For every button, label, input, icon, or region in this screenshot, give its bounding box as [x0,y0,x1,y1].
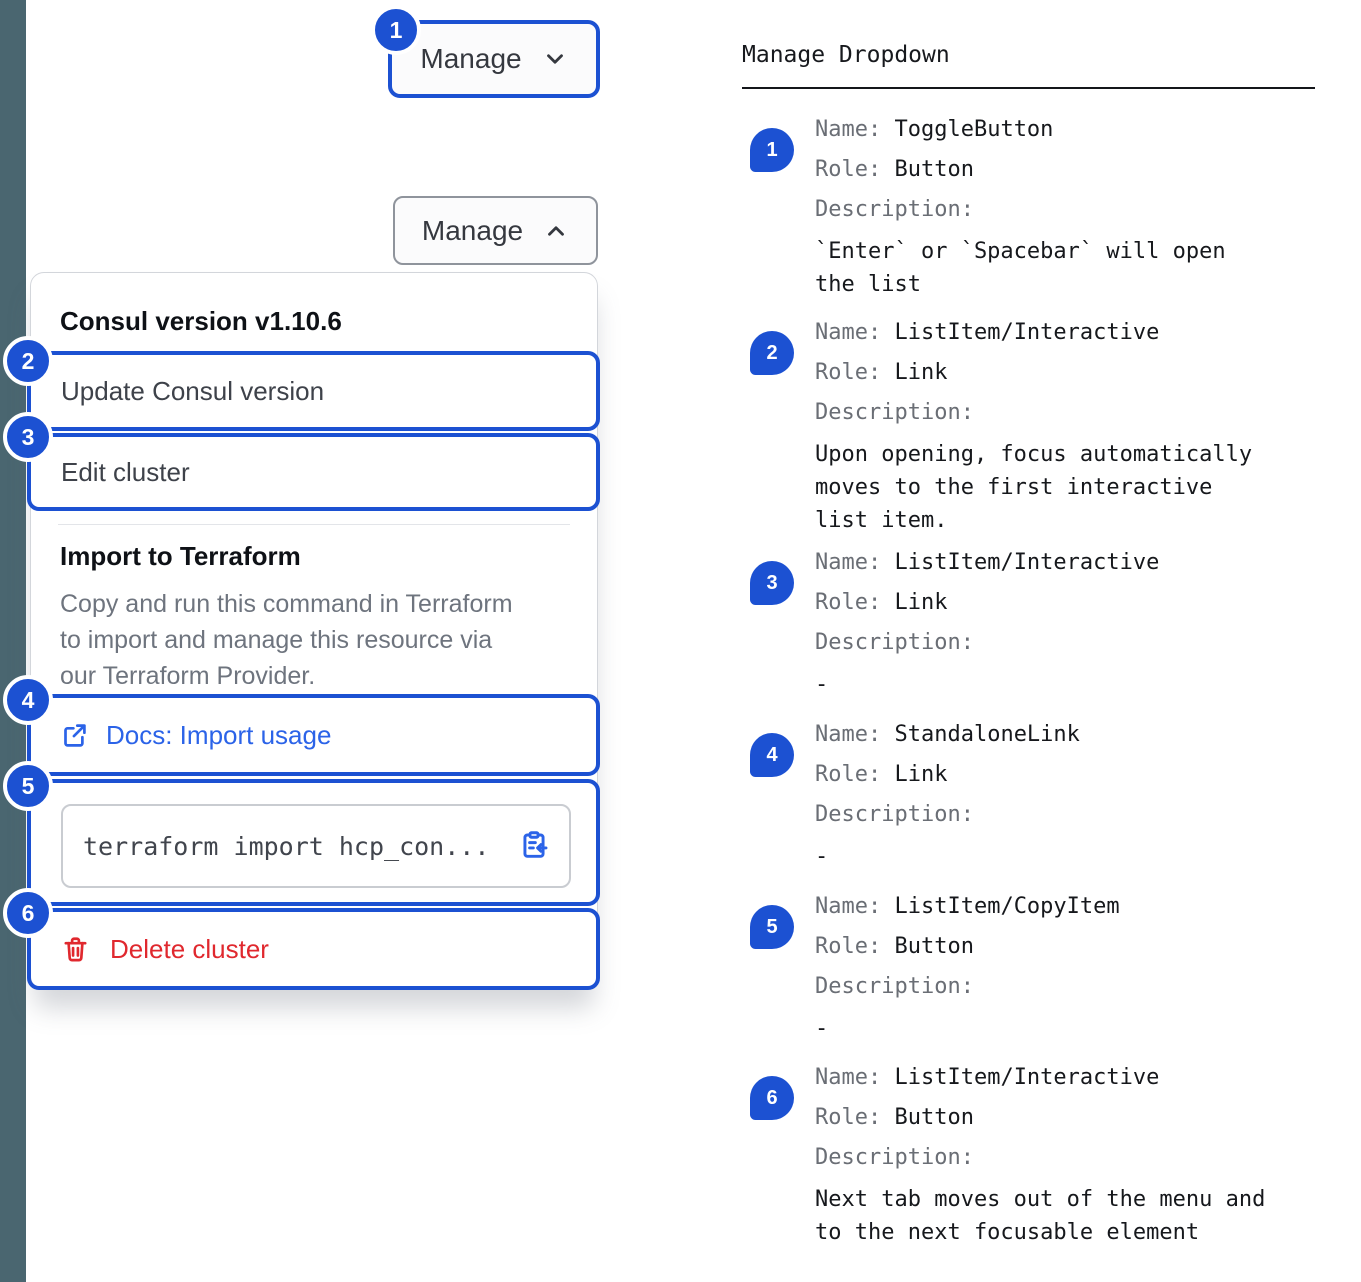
annotation-entry-6: 6 Name: ListItem/Interactive Role: Butto… [742,1058,1342,1249]
annotation-marker-6: 6 [3,888,53,938]
annotation-name: StandaloneLink [894,722,1080,747]
delete-cluster-label: Delete cluster [110,933,269,964]
role-label: Role: [815,762,882,787]
annotation-marker-3: 3 [3,412,53,462]
annotation-role: Button [894,1105,974,1130]
annotation-name: ToggleButton [894,117,1054,142]
menu-item-delete-cluster[interactable]: Delete cluster [27,908,600,990]
left-rail [0,0,26,1282]
annotation-badge-6: 6 [750,1076,794,1120]
annotation-entry-2: 2 Name: ListItem/Interactive Role: Link … [742,313,1342,537]
annotation-marker-2: 2 [3,336,53,386]
annotation-role: Link [894,590,948,615]
annotation-role: Button [894,157,974,182]
chevron-up-icon [548,225,565,236]
role-label: Role: [815,157,882,182]
role-label: Role: [815,934,882,959]
name-label: Name: [815,117,882,142]
annotation-description: Upon opening, focus automatically moves … [815,442,1253,533]
annotation-role: Button [894,934,974,959]
name-label: Name: [815,320,882,345]
annotation-marker-1: 1 [371,5,421,55]
manage-button-label: Manage [421,214,524,246]
role-label: Role: [815,590,882,615]
menu-divider [58,524,570,525]
description-label: Description: [815,630,974,655]
menu-item-update-consul-version[interactable]: Update Consul version [27,351,600,431]
role-label: Role: [815,1105,882,1130]
manage-toggle-button-open[interactable]: Manage [393,196,598,265]
chevron-down-icon [546,54,563,64]
annotation-entry-1: 1 Name: ToggleButton Role: Button Descri… [742,110,1342,301]
copy-snippet-button[interactable] [517,829,551,863]
trash-icon [64,936,87,961]
description-label: Description: [815,197,974,222]
annotation-description: Next tab moves out of the menu and to th… [815,1187,1266,1245]
name-label: Name: [815,894,882,919]
import-terraform-description: Copy and run this command in Terraform t… [60,590,513,690]
annotation-entry-3: 3 Name: ListItem/Interactive Role: Link … [742,543,1342,701]
annotation-description: `Enter` or `Spacebar` will open the list [815,239,1226,297]
annotation-role: Link [894,360,948,385]
clipboard-copy-icon [523,831,548,858]
menu-item-label: Edit cluster [61,456,190,487]
annotation-name: ListItem/Interactive [894,320,1160,345]
annotation-marker-4: 4 [3,675,53,725]
annotation-badge-3: 3 [750,561,794,605]
description-label: Description: [815,974,974,999]
annotation-badge-2: 2 [750,331,794,375]
description-label: Description: [815,400,974,425]
consul-version-item: Consul version v1.10.6 [60,306,342,336]
delete-cluster-action[interactable]: Delete cluster [61,934,269,965]
annotation-entry-5: 5 Name: ListItem/CopyItem Role: Button D… [742,887,1342,1045]
annotations-rule [742,87,1315,89]
annotations-title: Manage Dropdown [742,42,950,68]
annotation-role: Link [894,762,948,787]
annotation-name: ListItem/CopyItem [894,894,1120,919]
annotation-description: - [815,844,829,869]
annotation-badge-4: 4 [750,733,794,777]
menu-item-label: Update Consul version [61,375,325,406]
annotation-description: - [815,1016,829,1041]
annotation-name: ListItem/Interactive [894,1065,1160,1090]
annotation-description: - [815,672,829,697]
annotation-entry-4: 4 Name: StandaloneLink Role: Link Descri… [742,715,1342,873]
docs-link-label: Docs: Import usage [106,719,332,750]
name-label: Name: [815,722,882,747]
manage-toggle-button[interactable]: Manage [388,20,600,98]
description-label: Description: [815,802,974,827]
manage-button-label: Manage [420,43,522,74]
import-terraform-heading: Import to Terraform [60,541,301,571]
annotation-badge-1: 1 [750,128,794,172]
annotation-name: ListItem/Interactive [894,550,1160,575]
terraform-command-text: terraform import hcp_con... [83,831,490,861]
docs-import-usage-link[interactable]: Docs: Import usage [61,720,331,751]
role-label: Role: [815,360,882,385]
description-label: Description: [815,1145,974,1170]
menu-item-edit-cluster[interactable]: Edit cluster [27,433,600,511]
name-label: Name: [815,1065,882,1090]
external-link-icon [64,723,86,747]
menu-item-docs-import-usage[interactable]: Docs: Import usage [27,694,600,776]
annotation-marker-5: 5 [3,761,53,811]
name-label: Name: [815,550,882,575]
menu-item-copy-command[interactable]: terraform import hcp_con... [27,779,600,906]
annotation-badge-5: 5 [750,905,794,949]
terraform-command-field: terraform import hcp_con... [61,804,571,888]
